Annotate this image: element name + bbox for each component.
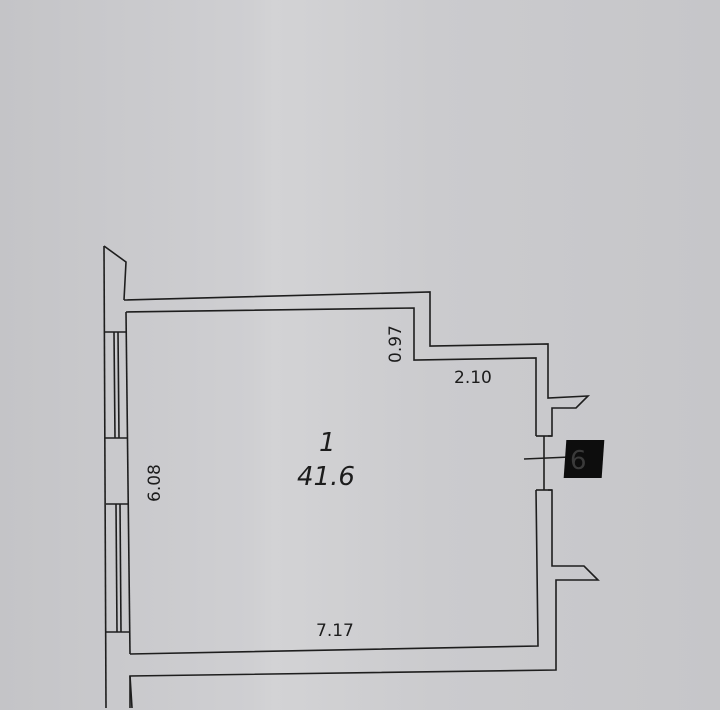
left-wall-dimension: 6.08 <box>145 464 165 502</box>
right-recess-dimension: 2.10 <box>454 368 492 388</box>
inner-wall-lower <box>129 489 539 655</box>
window-upper-line-1 <box>113 331 116 439</box>
room-number: 1 <box>319 428 336 458</box>
window-lower-line-2 <box>119 503 122 633</box>
window-upper-line-2 <box>117 331 120 439</box>
inner-wall <box>125 307 537 436</box>
bottom-wall-dimension: 7.17 <box>316 621 354 641</box>
room-area: 41.6 <box>297 462 355 492</box>
left-wall-outer-line <box>103 245 107 709</box>
left-wall-inner-line <box>125 311 131 655</box>
left-wall-outer <box>103 245 127 301</box>
window-lower-line-1 <box>115 503 118 633</box>
entrance-pointer <box>523 456 571 460</box>
outer-wall-right-lower <box>129 489 600 708</box>
top-recess-dimension: 0.97 <box>386 325 406 363</box>
bottom-left-wall-end <box>129 675 133 709</box>
entrance-marker-label: 6 <box>570 446 587 476</box>
outer-wall <box>123 291 591 437</box>
